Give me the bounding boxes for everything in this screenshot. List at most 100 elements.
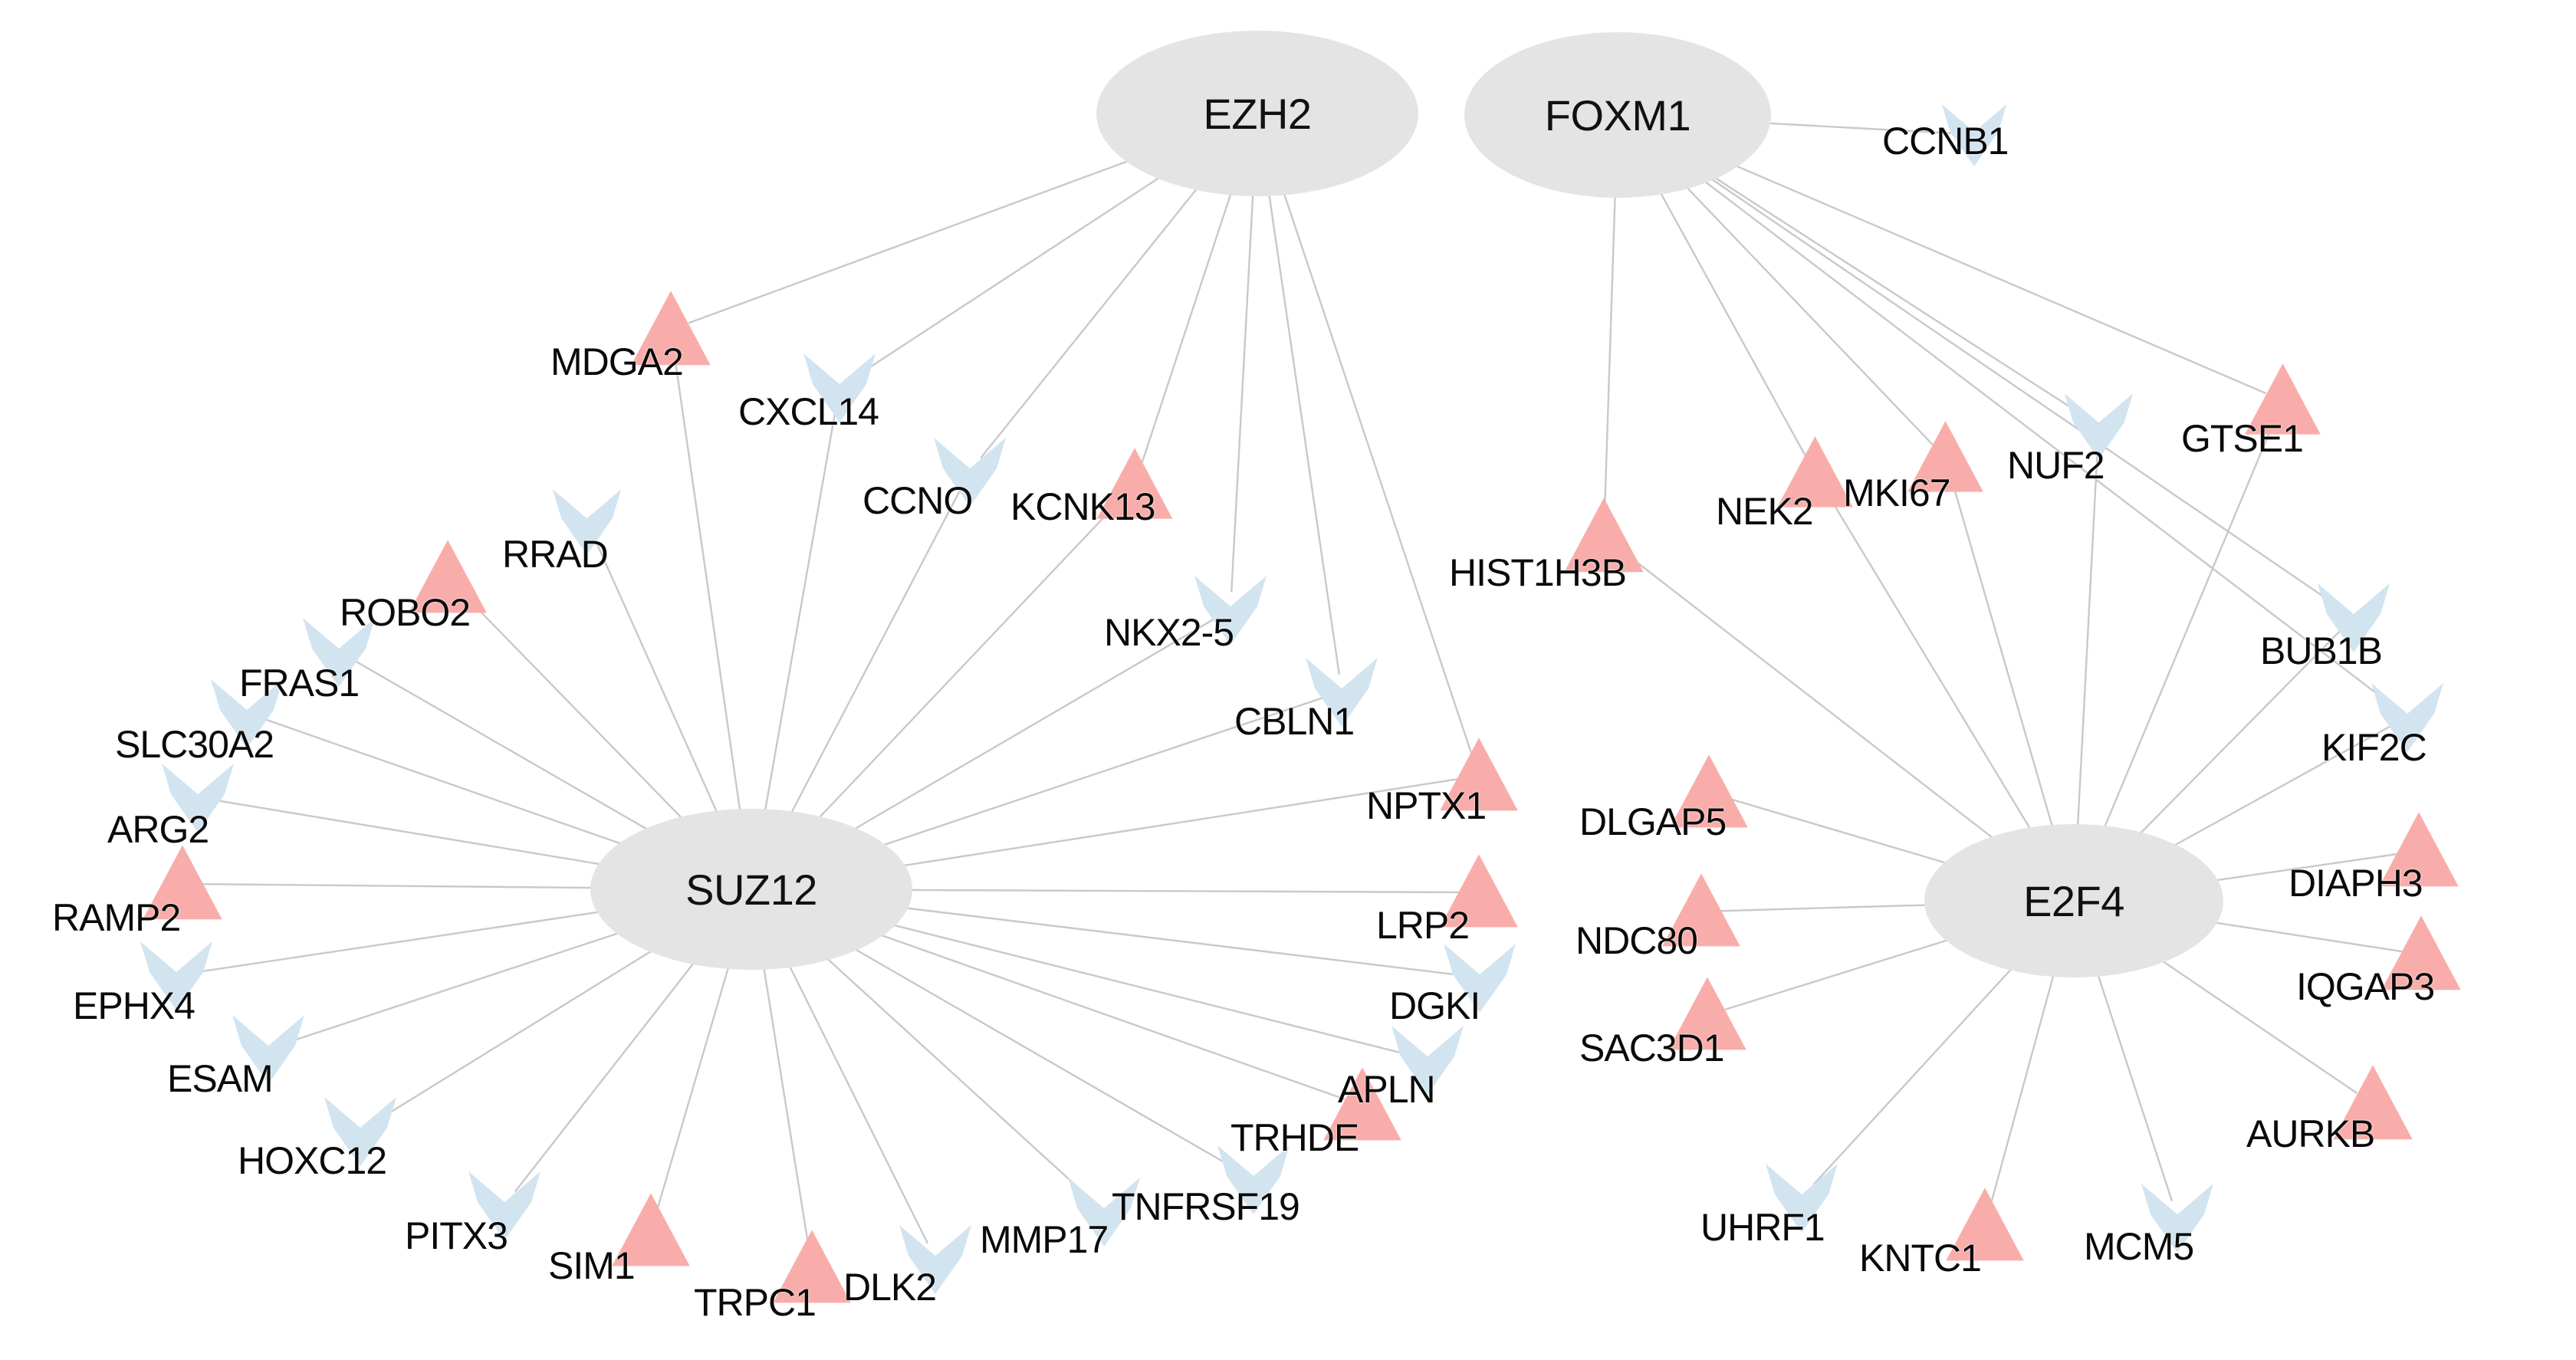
gene-glyph-hoxc12-chevron-down-icon[interactable]	[322, 1092, 399, 1169]
gene-glyph-diaph3-triangle-up-icon[interactable]	[2373, 809, 2465, 893]
gene-glyph-nkx2-5-chevron-down-icon[interactable]	[1192, 571, 1269, 648]
gene-glyph-nek2-triangle-up-icon[interactable]	[1771, 433, 1859, 514]
edge-suz12-nptx1	[900, 777, 1461, 867]
gene-label-aurkb[interactable]: AURKB	[2246, 1112, 2375, 1155]
gene-glyph-ramp2-triangle-up-icon[interactable]	[136, 842, 228, 926]
gene-label-trhde[interactable]: TRHDE	[1230, 1116, 1359, 1159]
gene-label-ccnb1[interactable]: CCNB1	[1882, 120, 2009, 163]
gene-label-esam[interactable]: ESAM	[167, 1057, 274, 1100]
gene-glyph-nptx1-triangle-up-icon[interactable]	[1434, 734, 1524, 817]
gene-label-kntc1[interactable]: KNTC1	[1859, 1237, 1982, 1280]
gene-label-ephx4[interactable]: EPHX4	[73, 984, 196, 1027]
gene-glyph-bub1b-chevron-down-icon[interactable]	[2315, 579, 2392, 655]
gene-glyph-kif2c-chevron-down-icon[interactable]	[2369, 678, 2446, 755]
gene-glyph-tnfrsf19-chevron-down-icon[interactable]	[1215, 1141, 1292, 1217]
edge-suz12-cxcl14	[764, 403, 838, 812]
gene-label-lrp2[interactable]: LRP2	[1376, 904, 1470, 947]
gene-label-ccno[interactable]: CCNO	[863, 479, 973, 522]
edge-suz12-rrad	[593, 537, 718, 814]
edge-suz12-esam	[284, 931, 622, 1045]
gene-label-ndc80[interactable]: NDC80	[1576, 919, 1698, 962]
gene-label-diaph3[interactable]: DIAPH3	[2288, 862, 2423, 905]
gene-label-arg2[interactable]: ARG2	[107, 808, 209, 851]
gene-glyph-sim1-triangle-up-icon[interactable]	[606, 1190, 696, 1273]
gene-label-nkx2-5[interactable]: NKX2-5	[1104, 611, 1234, 654]
gene-label-uhrf1[interactable]: UHRF1	[1700, 1206, 1825, 1249]
gene-glyph-trhde-triangle-up-icon[interactable]	[1317, 1064, 1408, 1147]
gene-glyph-aurkb-triangle-up-icon[interactable]	[2327, 1062, 2419, 1146]
hub-node-suz12[interactable]: SUZ12	[590, 809, 912, 970]
gene-glyph-mdga2-triangle-up-icon[interactable]	[625, 287, 717, 372]
gene-label-dgki[interactable]: DGKI	[1389, 984, 1480, 1027]
gene-glyph-dgki-chevron-down-icon[interactable]	[1441, 939, 1518, 1016]
gene-label-mdga2[interactable]: MDGA2	[550, 340, 684, 383]
edge-e2f4-aurkb	[2160, 959, 2358, 1095]
gene-glyph-nuf2-chevron-down-icon[interactable]	[2062, 387, 2135, 464]
gene-label-kcnk13[interactable]: KCNK13	[1010, 485, 1156, 528]
gene-glyph-fras1-chevron-down-icon[interactable]	[301, 613, 377, 690]
gene-label-ramp2[interactable]: RAMP2	[52, 896, 181, 939]
gene-glyph-mcm5-chevron-down-icon[interactable]	[2139, 1179, 2216, 1256]
gene-label-dlk2[interactable]: DLK2	[843, 1266, 937, 1309]
gene-glyph-mmp17-chevron-down-icon[interactable]	[1066, 1173, 1142, 1250]
gene-label-cxcl14[interactable]: CXCL14	[738, 390, 879, 433]
gene-glyph-ccnb1-chevron-down-icon[interactable]	[1940, 98, 2009, 171]
gene-glyph-cxcl14-chevron-down-icon[interactable]	[801, 349, 878, 425]
gene-label-sac3d1[interactable]: SAC3D1	[1579, 1027, 1725, 1069]
gene-glyph-slc30a2-chevron-down-icon[interactable]	[209, 675, 285, 751]
hub-node-foxm1[interactable]: FOXM1	[1464, 32, 1771, 198]
edge-suz12-sim1	[655, 966, 730, 1214]
gene-glyph-arg2-chevron-down-icon[interactable]	[159, 759, 236, 836]
gene-label-hist1h3b[interactable]: HIST1H3B	[1449, 551, 1627, 594]
gene-glyph-hist1h3b-triangle-up-icon[interactable]	[1558, 494, 1650, 579]
gene-label-nuf2[interactable]: NUF2	[2007, 444, 2105, 487]
gene-label-tnfrsf19[interactable]: TNFRSF19	[1112, 1185, 1300, 1228]
gene-label-dlgap5[interactable]: DLGAP5	[1579, 800, 1727, 843]
gene-glyph-kntc1-triangle-up-icon[interactable]	[1940, 1184, 2030, 1267]
gene-glyph-dlgap5-triangle-up-icon[interactable]	[1664, 751, 1754, 834]
hub-node-e2f4[interactable]: E2F4	[1924, 824, 2223, 977]
gene-label-rrad[interactable]: RRAD	[502, 533, 609, 576]
gene-glyph-esam-chevron-down-icon[interactable]	[230, 1010, 307, 1087]
gene-label-nek2[interactable]: NEK2	[1716, 490, 1814, 533]
gene-label-mki67[interactable]: MKI67	[1843, 471, 1951, 514]
gene-label-cbln1[interactable]: CBLN1	[1234, 700, 1355, 743]
gene-glyph-rrad-chevron-down-icon[interactable]	[550, 483, 623, 560]
gene-glyph-mki67-triangle-up-icon[interactable]	[1901, 418, 1990, 498]
gene-label-sim1[interactable]: SIM1	[548, 1244, 636, 1287]
gene-glyph-apln-chevron-down-icon[interactable]	[1389, 1021, 1466, 1098]
gene-glyph-sac3d1-triangle-up-icon[interactable]	[1662, 974, 1753, 1056]
edge-suz12-mmp17	[825, 957, 1092, 1201]
edge-e2f4-kif2c	[2172, 724, 2393, 848]
hub-node-ezh2[interactable]: EZH2	[1096, 31, 1418, 196]
gene-label-iqgap3[interactable]: IQGAP3	[2296, 965, 2435, 1008]
gene-glyph-trpc1-triangle-up-icon[interactable]	[767, 1227, 857, 1309]
gene-label-kif2c[interactable]: KIF2C	[2321, 726, 2427, 769]
gene-label-pitx3[interactable]: PITX3	[405, 1214, 508, 1257]
gene-glyph-lrp2-triangle-up-icon[interactable]	[1434, 851, 1524, 934]
gene-glyph-uhrf1-chevron-down-icon[interactable]	[1763, 1159, 1840, 1236]
gene-glyph-robo2-triangle-up-icon[interactable]	[402, 537, 493, 619]
gene-label-slc30a2[interactable]: SLC30A2	[115, 723, 274, 766]
gene-label-nptx1[interactable]: NPTX1	[1366, 784, 1487, 827]
gene-label-apln[interactable]: APLN	[1338, 1068, 1436, 1111]
gene-label-gtse1[interactable]: GTSE1	[2181, 417, 2304, 460]
gene-glyph-ndc80-triangle-up-icon[interactable]	[1656, 870, 1746, 953]
gene-glyph-ccno-chevron-down-icon[interactable]	[932, 433, 1008, 510]
gene-glyph-ephx4-chevron-down-icon[interactable]	[138, 937, 215, 1013]
gene-glyph-kcnk13-triangle-up-icon[interactable]	[1089, 445, 1181, 525]
gene-glyph-dlk2-chevron-down-icon[interactable]	[897, 1220, 974, 1297]
gene-glyph-gtse1-triangle-up-icon[interactable]	[2239, 360, 2327, 441]
gene-label-mmp17[interactable]: MMP17	[980, 1218, 1109, 1261]
gene-label-mcm5[interactable]: MCM5	[2084, 1225, 2194, 1268]
gene-label-trpc1[interactable]: TRPC1	[694, 1281, 816, 1324]
gene-glyph-pitx3-chevron-down-icon[interactable]	[466, 1167, 543, 1243]
edge-suz12-pitx3	[514, 961, 695, 1193]
gene-label-fras1[interactable]: FRAS1	[239, 662, 360, 705]
edge-ezh2-cxcl14	[853, 176, 1162, 379]
gene-label-bub1b[interactable]: BUB1B	[2260, 629, 2383, 672]
gene-label-hoxc12[interactable]: HOXC12	[238, 1139, 387, 1182]
gene-glyph-cbln1-chevron-down-icon[interactable]	[1303, 653, 1380, 730]
gene-glyph-iqgap3-triangle-up-icon[interactable]	[2375, 912, 2467, 997]
gene-label-robo2[interactable]: ROBO2	[340, 591, 471, 634]
